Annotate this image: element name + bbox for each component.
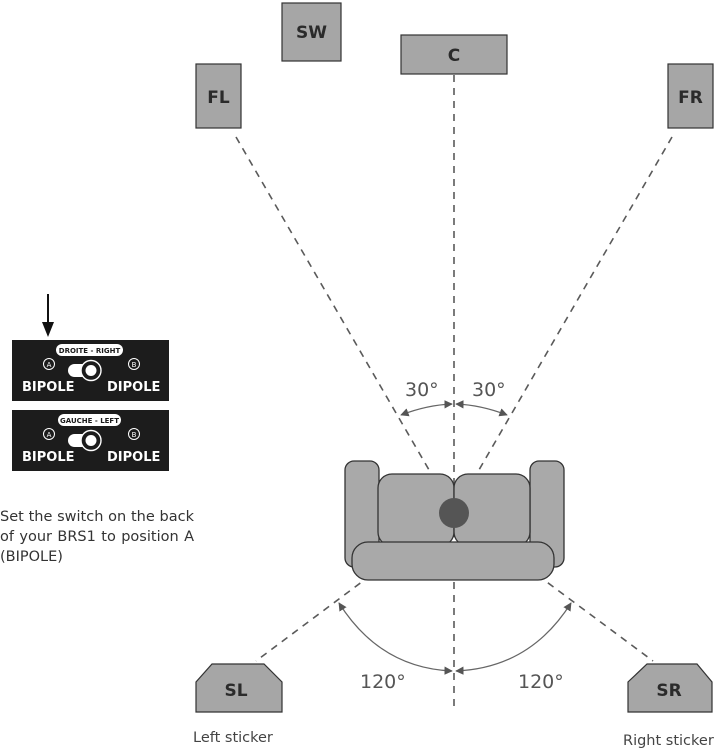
speaker-sl: SL	[195, 663, 283, 713]
switch-panel-right-header: DROITE - RIGHT	[59, 347, 121, 355]
switch-panel-left-header: GAUCHE - LEFT	[60, 417, 119, 425]
left-sticker-caption: Left sticker	[193, 730, 273, 746]
speaker-c: C	[400, 34, 508, 75]
switch-panel-left-dipole: DIPOLE	[107, 450, 160, 465]
speaker-sr: SR	[627, 663, 713, 713]
fr-guide-line	[453, 136, 673, 514]
angle-label-front-right: 30°	[472, 379, 506, 401]
speaker-sl-label: SL	[224, 681, 247, 701]
surround-right-arc	[455, 602, 572, 675]
switch-panel-left-pos-a: A	[47, 431, 52, 439]
surround-left-arc	[338, 602, 453, 675]
down-arrow-icon	[42, 294, 54, 337]
right-sticker-caption: Right sticker	[623, 733, 714, 749]
switch-panel-right-pos-b: B	[132, 361, 137, 369]
listener-position	[439, 498, 469, 528]
switch-instruction: Set the switch on the back of your BRS1 …	[0, 509, 194, 565]
switch-panel-right: DROITE - RIGHT A B BIPOLE DIPOLE	[12, 340, 169, 401]
switch-panel-right-bipole: BIPOLE	[22, 380, 75, 395]
switch-panel-right-dipole: DIPOLE	[107, 380, 160, 395]
speaker-fl-label: FL	[207, 88, 230, 108]
speaker-fr-label: FR	[678, 88, 703, 108]
angle-label-surround-left: 120°	[360, 671, 406, 693]
front-right-arc	[455, 400, 508, 417]
speaker-fr: FR	[667, 63, 714, 129]
angle-label-front-left: 30°	[405, 379, 439, 401]
speaker-sw-label: SW	[296, 23, 327, 43]
switch-panel-left-pos-b: B	[132, 431, 137, 439]
angle-label-surround-right: 120°	[518, 671, 564, 693]
guide-lines	[235, 75, 673, 706]
switch-panel-left: GAUCHE - LEFT A B BIPOLE DIPOLE	[12, 410, 169, 471]
speaker-c-label: C	[448, 46, 460, 66]
front-left-arc	[400, 400, 453, 417]
switch-panel-left-bipole: BIPOLE	[22, 450, 75, 465]
switch-panel-right-pos-a: A	[47, 361, 52, 369]
speaker-fl: FL	[195, 63, 242, 129]
angle-arcs	[338, 400, 572, 675]
sofa	[344, 460, 565, 581]
speaker-sr-label: SR	[656, 681, 681, 701]
speaker-sw: SW	[281, 2, 342, 62]
fl-guide-line	[235, 136, 455, 514]
